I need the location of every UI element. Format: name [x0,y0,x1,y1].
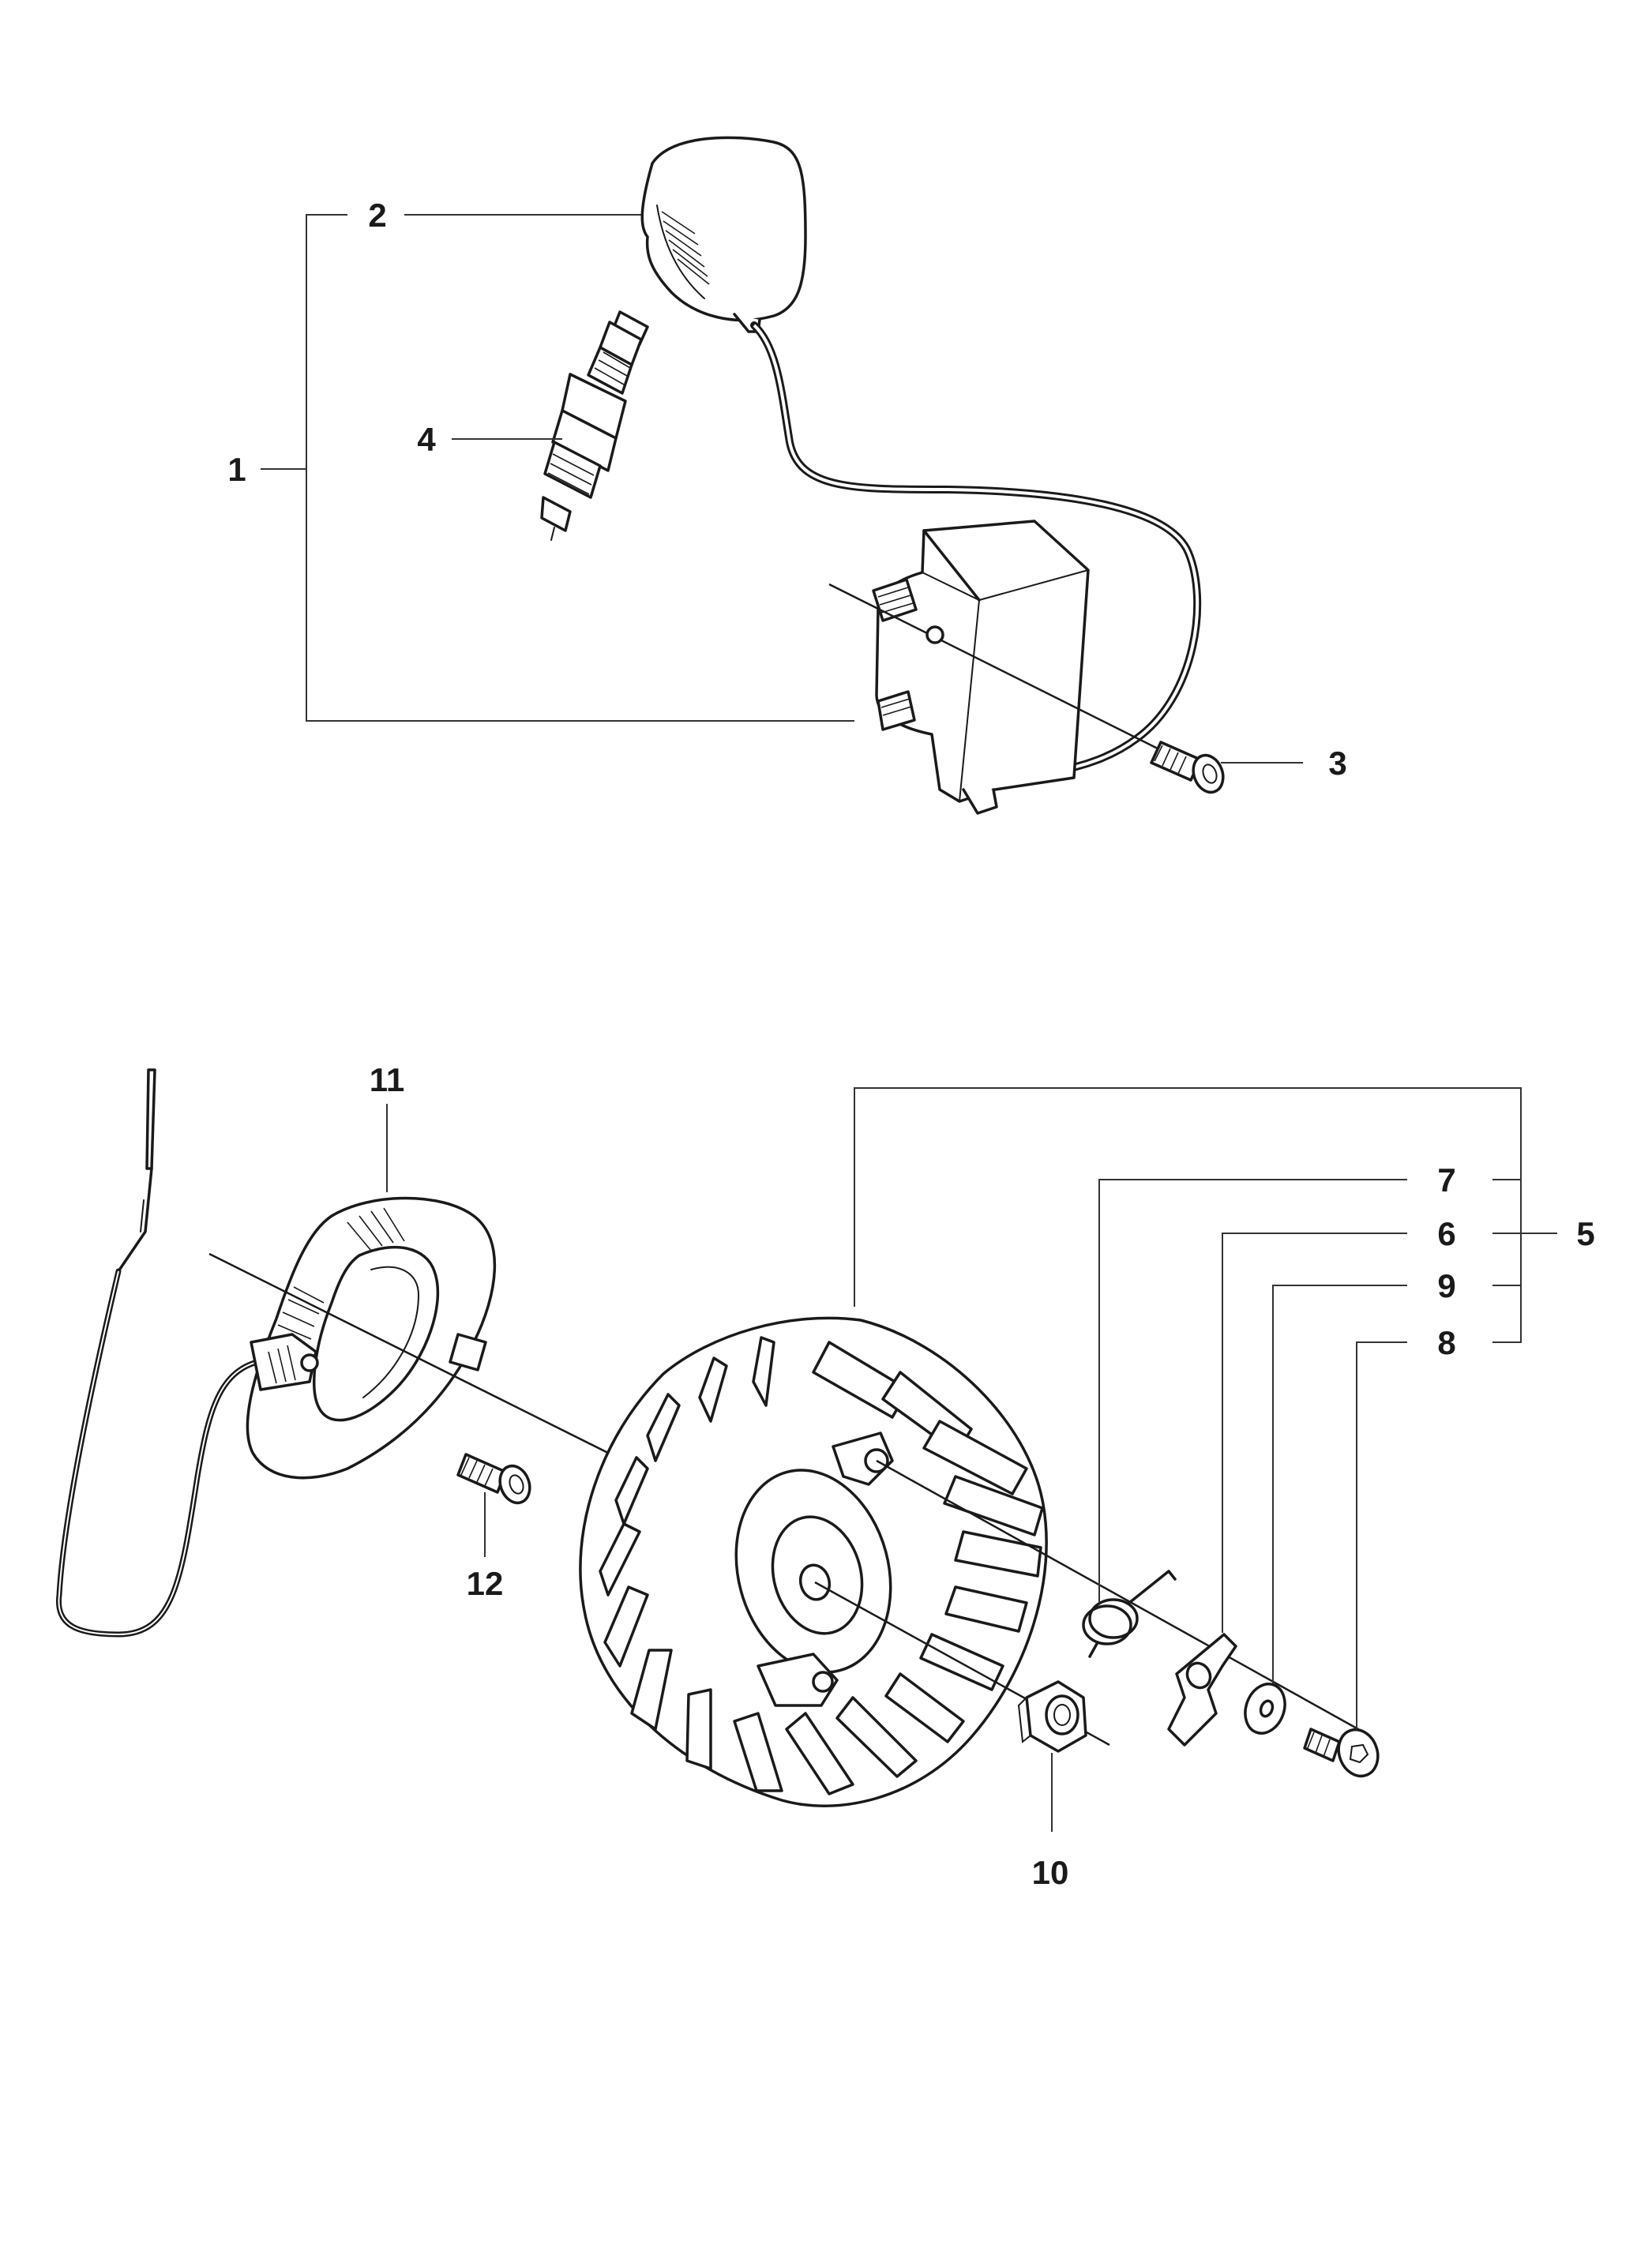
starter-pawl [1167,1633,1237,1747]
sensor-lead [55,1068,272,1638]
spark-plug-boot [640,136,807,333]
flywheel-assembly: 5 6 7 8 9 10 11 12 [55,1061,1595,1891]
spark-plug [540,310,649,541]
pawl-screw [1303,1728,1380,1778]
flywheel-fins [599,1336,1044,1795]
callout-8: 8 [1437,1324,1455,1361]
module-axis [828,583,1162,752]
flywheel [579,1316,1048,1807]
coil-windings [277,1207,405,1340]
coil-screw [456,1453,531,1505]
bracket-item-1 [261,214,854,722]
callout-2: 2 [368,197,386,234]
callout-6: 6 [1437,1215,1455,1252]
bracket-item-5 [854,1087,1557,1343]
washer [1244,1683,1286,1735]
callout-10: 10 [1032,1854,1069,1891]
callout-11: 11 [370,1061,404,1098]
callout-1: 1 [227,451,246,488]
module-screw [1150,741,1225,794]
coil-axis [208,1252,672,1486]
callout-9: 9 [1437,1267,1455,1304]
callout-12: 12 [467,1565,504,1602]
callout-5: 5 [1576,1215,1594,1252]
callout-3: 3 [1328,745,1346,782]
boot-ribbing [661,211,710,285]
starter-spring [1082,1570,1177,1658]
ignition-assembly: 1 2 3 4 [227,136,1347,815]
callout-4: 4 [417,421,436,458]
ignition-module [872,520,1090,815]
ignition-coil-ring [246,1196,496,1480]
pawl-axis [876,1459,1359,1731]
callout-7: 7 [1437,1161,1455,1199]
flywheel-nut [1017,1680,1087,1753]
